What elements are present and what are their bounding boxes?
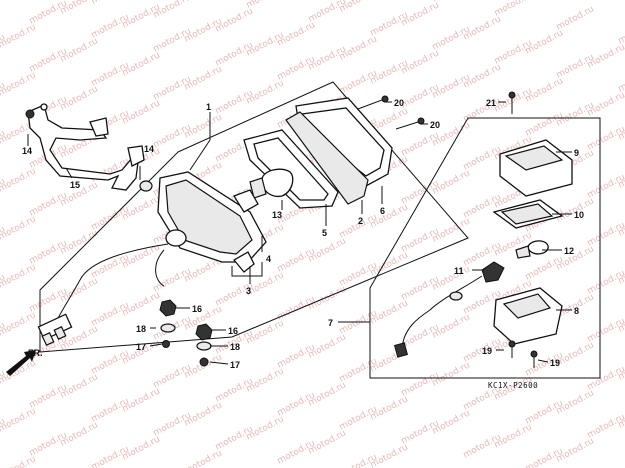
callout-18-left: 18 <box>136 324 146 334</box>
screws-20 <box>357 95 425 130</box>
leader-lines <box>27 101 572 365</box>
callout-20-upper: 20 <box>394 98 404 108</box>
callout-13: 13 <box>272 210 282 220</box>
callout-10: 10 <box>574 210 584 220</box>
callout-11: 11 <box>454 266 464 276</box>
watermark-text: motod.ru <box>183 448 224 468</box>
diagram-code: KC1X-P2600 <box>488 381 538 390</box>
callout-7: 7 <box>328 318 333 328</box>
watermark-text: motod.ru <box>0 262 38 290</box>
watermark-text: motod.ru <box>276 0 317 1</box>
callout-12: 12 <box>564 246 574 256</box>
watermark-text: motod.ru <box>0 22 38 50</box>
callout-16-upper: 16 <box>192 304 202 314</box>
lens-and-gasket <box>243 97 393 209</box>
callout-20-lower: 20 <box>430 120 440 130</box>
group-outline-license-light <box>369 117 601 379</box>
callout-6: 6 <box>380 206 385 216</box>
taillight-housing <box>157 171 267 273</box>
watermark-text: motod.ru <box>555 4 596 32</box>
watermark-text: motod.ru <box>0 0 38 3</box>
watermark-text: motod.ru <box>0 310 38 338</box>
callout-19-right: 19 <box>550 358 560 368</box>
nuts-washers <box>159 299 213 367</box>
watermark-text: motod.ru <box>0 70 38 98</box>
callout-14-right: 14 <box>144 144 154 154</box>
bracket-assembly <box>25 103 153 192</box>
callout-21: 21 <box>486 98 496 108</box>
watermark-text: motod.ru <box>0 454 38 468</box>
direction-label: FR. <box>28 348 43 358</box>
front-direction-arrow: FR. <box>6 348 43 376</box>
callout-15: 15 <box>70 180 80 190</box>
watermark-text: motod.ru <box>90 0 131 7</box>
callout-labels: 1 2 3 4 5 6 7 8 9 10 11 12 13 14 14 15 1… <box>22 98 584 370</box>
bulb <box>249 168 294 199</box>
callout-19-left: 19 <box>482 346 492 356</box>
watermark-text: motod.ru <box>90 444 131 468</box>
wire-harness <box>37 243 169 347</box>
watermark-text: motod.ru <box>0 214 38 242</box>
callout-18-right: 18 <box>230 342 240 352</box>
license-light-parts <box>394 91 573 368</box>
callout-14-left: 14 <box>22 146 32 156</box>
group-outline-taillight <box>39 81 469 353</box>
watermark-text: motod.ru <box>617 450 625 468</box>
callout-8: 8 <box>574 306 579 316</box>
callout-3: 3 <box>246 286 251 296</box>
callout-17-left: 17 <box>136 342 146 352</box>
callout-1: 1 <box>206 102 211 112</box>
watermark-text: motod.ru <box>0 166 38 194</box>
callout-9: 9 <box>574 148 579 158</box>
callout-2: 2 <box>358 216 363 226</box>
watermark-text: motod.ru <box>0 406 38 434</box>
callout-17-right: 17 <box>230 360 240 370</box>
callout-4: 4 <box>266 254 271 264</box>
callout-5: 5 <box>322 228 327 238</box>
callout-16-lower: 16 <box>228 326 238 336</box>
